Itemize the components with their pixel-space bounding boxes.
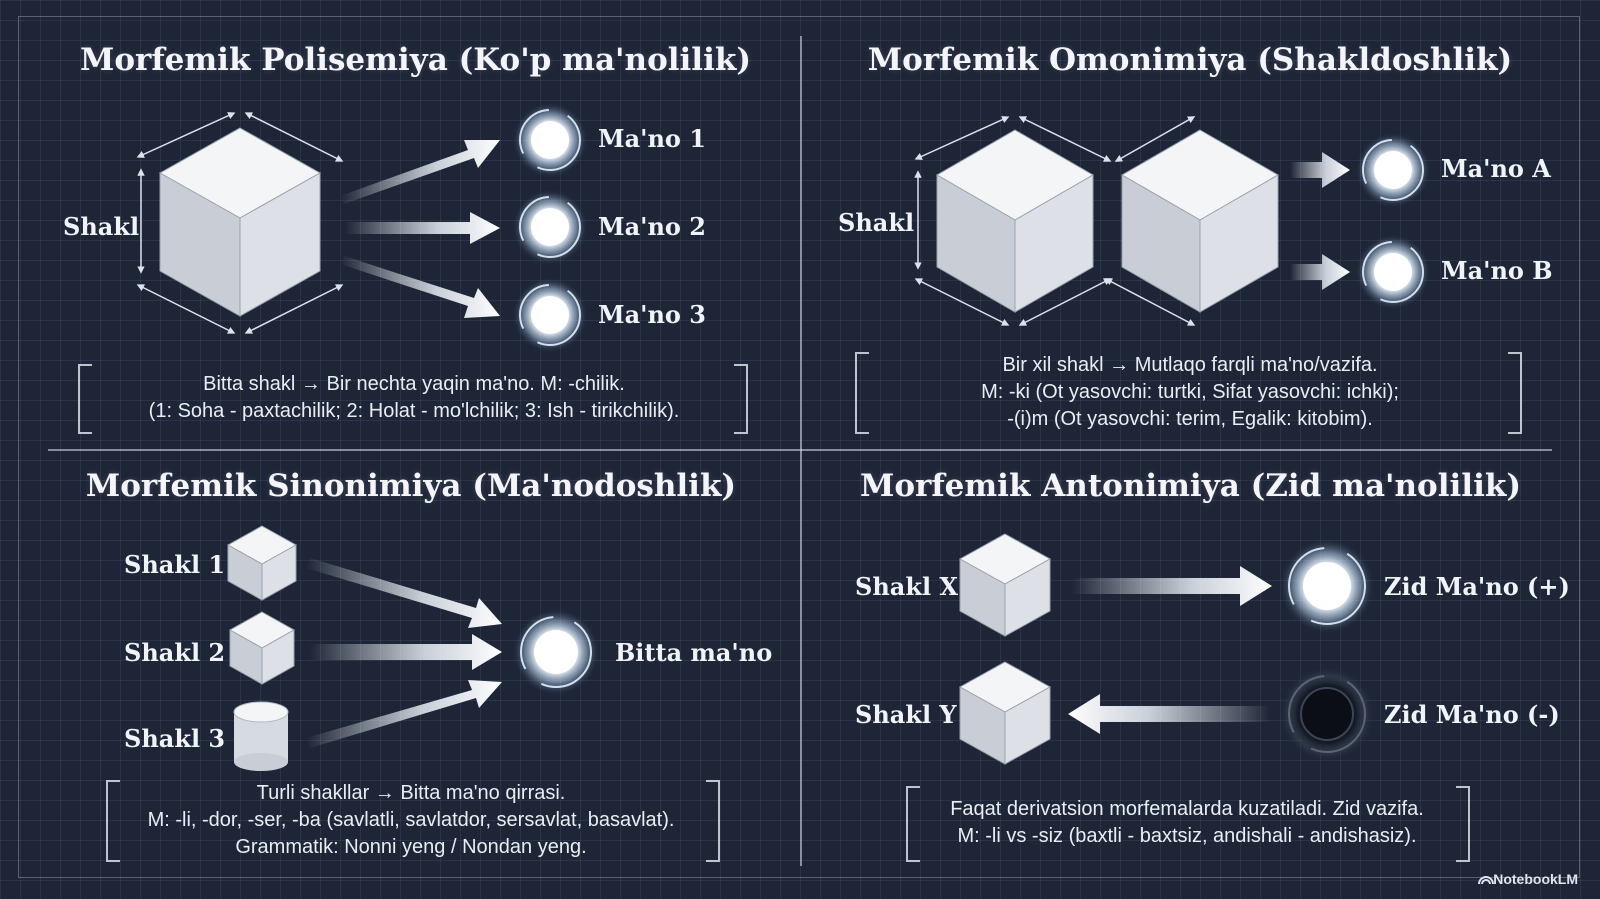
antonymy-diagram [958, 533, 1375, 765]
vertical-divider [800, 36, 802, 866]
polysemy-meaning-2-label: Ma'no 2 [598, 212, 706, 241]
homonymy-caption-line-1: Bir xil shakl → Mutlaqo farqli ma'no/vaz… [1002, 354, 1378, 376]
brand-label: NotebookLM [1493, 871, 1578, 887]
homonymy-caption-line-2: M: -ki (Ot yasovchi: turtki, Sifat yasov… [981, 381, 1399, 403]
form-cube-a [935, 129, 1095, 313]
polysemy-meaning-1-label: Ma'no 1 [598, 124, 706, 153]
arrow-negative-to-y [1068, 694, 1270, 734]
homonymy-diagram [914, 116, 1431, 326]
arrow-to-meaning-1 [340, 140, 500, 204]
polysemy-caption-line-1: Bitta shakl → Bir nechta yaqin ma'no. M:… [203, 373, 625, 395]
form-cylinder-3 [233, 701, 289, 771]
antonymy-caption: Faqat derivatsion morfemalarda kuzatilad… [912, 796, 1462, 850]
synonymy-caption-line-2: M: -li, -dor, -ser, -ba (savlatli, savla… [147, 809, 675, 831]
homonymy-meaning-b-label: Ma'no B [1441, 256, 1553, 285]
arrow-from-form-3 [306, 680, 502, 748]
positive-meaning-orb [1279, 538, 1375, 634]
antonymy-negative-label: Zid Ma'no (-) [1384, 700, 1560, 729]
arrow-to-meaning-a [1290, 152, 1350, 188]
meaning-orb-1 [512, 102, 588, 178]
homonymy-meaning-a-label: Ma'no A [1441, 154, 1551, 183]
synonymy-meaning-label: Bitta ma'no [615, 638, 773, 667]
arrow-to-meaning-3 [340, 256, 500, 318]
antonymy-bracket-right [1456, 786, 1470, 862]
polysemy-form-label: Shakl [63, 212, 140, 241]
notebooklm-logo-icon [1478, 876, 1494, 885]
antonymy-positive-label: Zid Ma'no (+) [1384, 572, 1570, 601]
homonymy-title: Morfemik Omonimiya (Shakldoshlik) [867, 42, 1513, 78]
homonymy-form-label: Shakl [838, 208, 915, 237]
meaning-orb-3 [512, 277, 588, 353]
polysemy-bracket-right [734, 364, 748, 434]
arrow-to-meaning-b [1290, 254, 1350, 290]
polysemy-bracket-left [78, 364, 92, 434]
polysemy-meaning-3-label: Ma'no 3 [598, 300, 706, 329]
synonymy-caption: Turli shakllar → Bitta ma'no qirrasi. M:… [112, 780, 710, 861]
arrow-from-form-2 [310, 634, 502, 670]
polysemy-caption: Bitta shakl → Bir nechta yaqin ma'no. M:… [96, 371, 732, 425]
arrow-to-meaning-2 [345, 212, 500, 244]
form-cube-1 [226, 525, 298, 601]
antonymy-form-y-label: Shakl Y [855, 700, 957, 729]
antonymy-caption-line-2: M: -li vs -siz (baxtli - baxtsiz, andish… [957, 825, 1417, 847]
form-cube-x [958, 533, 1052, 637]
arrow-from-form-1 [306, 558, 502, 628]
synonymy-bracket-left [106, 780, 120, 862]
form-cube-y [958, 661, 1052, 765]
form-cube-b [1120, 129, 1280, 313]
horizontal-divider [48, 449, 1552, 451]
synonymy-diagram [226, 525, 600, 771]
negative-meaning-orb [1279, 666, 1375, 762]
form-cube [158, 127, 322, 317]
synonymy-title: Morfemik Sinonimiya (Ma'nodoshlik) [85, 468, 737, 504]
antonymy-form-x-label: Shakl X [855, 572, 959, 601]
polysemy-title: Morfemik Polisemiya (Ko'p ma'nolilik) [80, 42, 751, 78]
meaning-orb-single [512, 608, 600, 696]
homonymy-caption: Bir xil shakl → Mutlaqo farqli ma'no/vaz… [870, 352, 1510, 433]
synonymy-bracket-right [706, 780, 720, 862]
arrow-x-to-positive [1072, 566, 1272, 606]
antonymy-title: Morfemik Antonimiya (Zid ma'nolilik) [860, 468, 1521, 504]
synonymy-form-3-label: Shakl 3 [124, 724, 226, 753]
outer-frame [18, 16, 1580, 878]
meaning-orb-b [1355, 234, 1431, 310]
synonymy-form-2-label: Shakl 2 [124, 638, 226, 667]
form-cube-2 [228, 611, 296, 685]
antonymy-bracket-left [906, 786, 920, 862]
antonymy-caption-line-1: Faqat derivatsion morfemalarda kuzatilad… [950, 798, 1424, 820]
meaning-orb-a [1355, 132, 1431, 208]
synonymy-caption-line-1: Turli shakllar → Bitta ma'no qirrasi. [256, 782, 566, 804]
polysemy-diagram [136, 102, 588, 353]
meaning-orb-2 [512, 189, 588, 265]
synonymy-caption-line-3: Grammatik: Nonni yeng / Nondan yeng. [235, 836, 587, 858]
homonymy-bracket-right [1508, 352, 1522, 434]
homonymy-bracket-left [855, 352, 869, 434]
homonymy-caption-line-3: -(i)m (Ot yasovchi: terim, Egalik: kitob… [1007, 408, 1373, 430]
synonymy-form-1-label: Shakl 1 [124, 550, 226, 579]
polysemy-caption-line-2: (1: Soha - paxtachilik; 2: Holat - mo'lc… [148, 400, 680, 422]
